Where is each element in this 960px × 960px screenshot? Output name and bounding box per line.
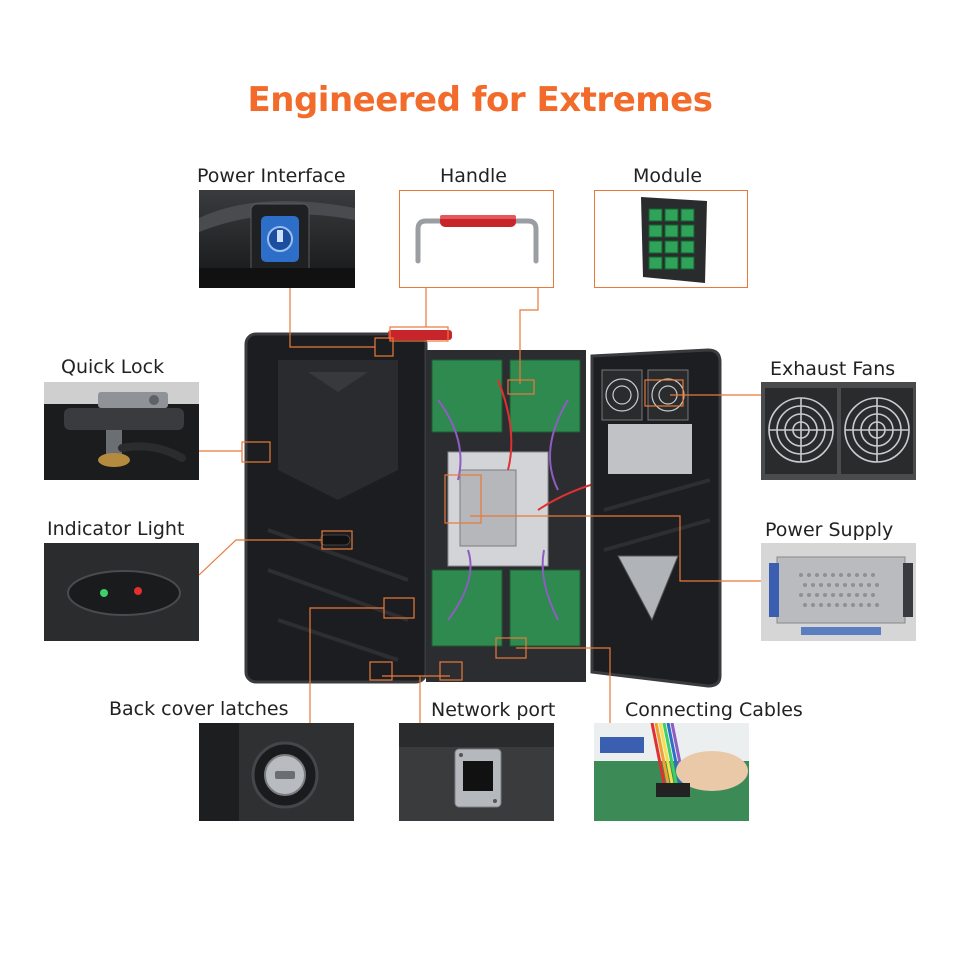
connecting-cables-photo	[594, 723, 749, 821]
page-title: Engineered for Extremes	[247, 80, 713, 120]
back-cover-latches-photo	[199, 723, 354, 821]
exhaust-fans-photo	[761, 382, 916, 480]
label-module: Module	[633, 165, 703, 187]
label-quick-lock: Quick Lock	[61, 356, 165, 378]
label-back-cover-latches: Back cover latches	[109, 698, 289, 720]
label-network-port: Network port	[431, 699, 556, 721]
label-indicator-light: Indicator Light	[47, 518, 185, 540]
network-port-photo	[399, 723, 554, 821]
label-handle: Handle	[440, 165, 508, 187]
power-interface-photo	[199, 190, 355, 288]
label-power-supply: Power Supply	[765, 519, 894, 541]
quick-lock-photo	[44, 382, 199, 480]
module-photo	[594, 190, 748, 288]
led-cabinet-illustration	[238, 320, 728, 698]
power-supply-photo	[761, 543, 916, 641]
handle-photo	[399, 190, 554, 288]
label-connecting-cables: Connecting Cables	[625, 699, 803, 721]
label-exhaust-fans: Exhaust Fans	[770, 358, 896, 380]
label-power-interface: Power Interface	[197, 165, 346, 187]
indicator-light-photo	[44, 543, 199, 641]
